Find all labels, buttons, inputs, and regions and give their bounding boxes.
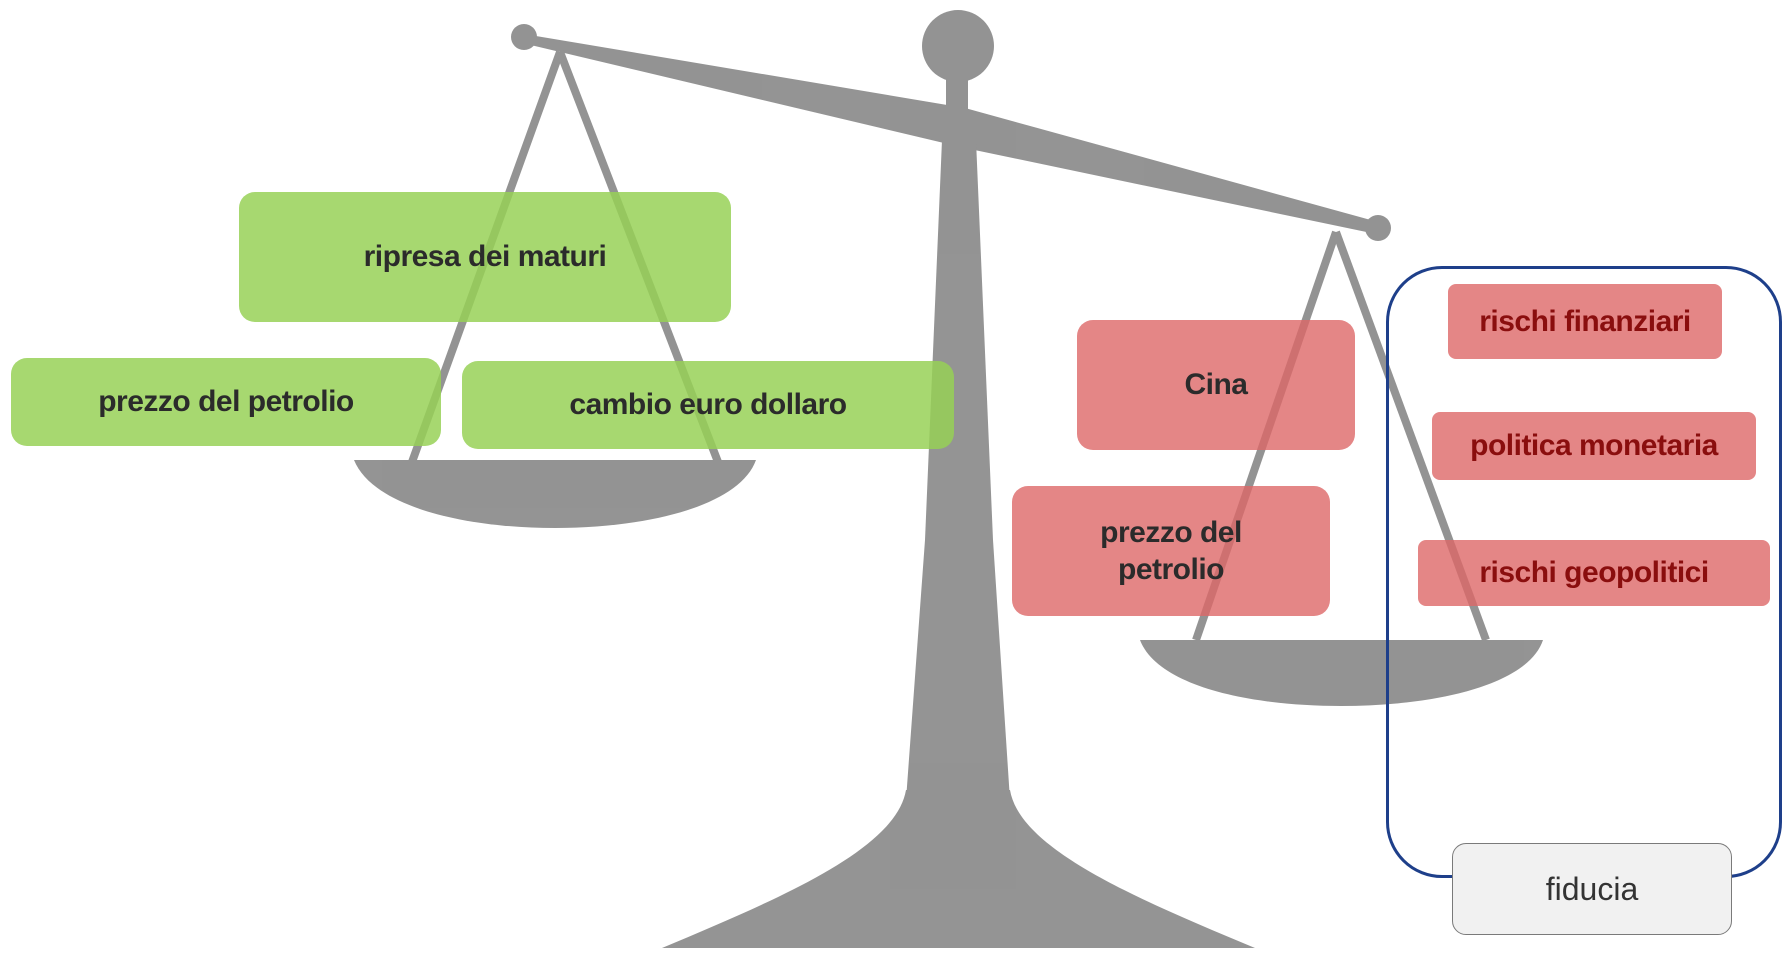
right-pan [1140,640,1543,706]
factor-label: ripresa dei maturi [363,240,607,274]
scale-pillar [906,140,1010,800]
factor-label: cambio euro dollaro [569,388,847,422]
factor-label: rischi finanziari [1479,304,1691,338]
factor-box-prezzo-del-petrolio-right: prezzo del petrolio [1012,486,1330,616]
factor-box-cambio-euro-dollaro: cambio euro dollaro [462,361,954,449]
factor-box-politica-monetaria: politica monetaria [1432,412,1756,480]
factor-box-rischi-geopolitici: rischi geopolitici [1418,540,1770,606]
factor-box-ripresa-dei-maturi: ripresa dei maturi [239,192,731,322]
factor-label: politica monetaria [1470,429,1718,463]
left-pan [354,460,756,528]
scale-top-knob [922,10,994,82]
factor-box-prezzo-del-petrolio-left: prezzo del petrolio [11,358,441,446]
factor-label: prezzo del petrolio [1100,515,1242,587]
scale-beam-left-end [511,24,537,50]
scale-beam-right-end [1365,215,1391,241]
factor-label: rischi geopolitici [1479,556,1709,590]
factor-box-rischi-finanziari: rischi finanziari [1448,284,1722,359]
factor-label: Cina [1184,368,1248,402]
fiducia-label-text: fiducia [1545,870,1639,907]
scale-beam [518,34,1378,234]
factor-label: prezzo del petrolio [98,385,354,419]
fiducia-label: fiducia [1452,843,1732,935]
factor-box-cina: Cina [1077,320,1355,450]
scale-base [662,790,1255,948]
